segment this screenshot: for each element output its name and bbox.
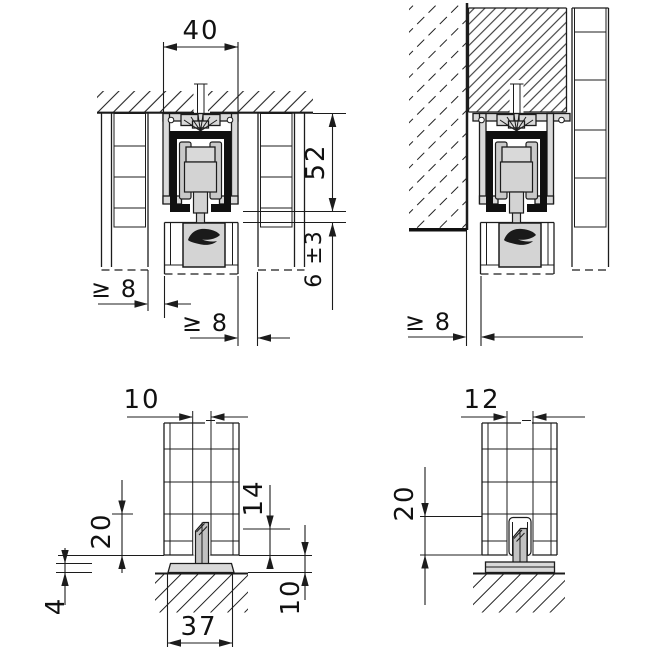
section-floor-guide-channel: 12 20 (390, 385, 585, 613)
dim-52-label: 52 (301, 143, 331, 180)
dimension-ge8-wall: ≥ 8 (405, 231, 583, 346)
guide-base-plate-right (473, 561, 565, 575)
dim-37-label: 37 (180, 612, 217, 642)
dim-6pm3-label: 6 ±3 (302, 230, 327, 287)
fixed-panel-far-right (571, 7, 610, 271)
dimension-10-gap: 10 (248, 525, 312, 616)
fixed-panel-left (100, 113, 149, 271)
dimension-20-depth: 20 (58, 480, 164, 573)
dim-20-right-label: 20 (390, 484, 420, 521)
dimension-6pm3: 6 ±3 (243, 221, 346, 310)
floor-hatch-right (473, 574, 565, 613)
dim-ge8-wall-label: ≥ 8 (405, 308, 451, 336)
dimension-20-right: 20 (390, 467, 482, 605)
dimension-ge8-left: ≥ 8 (91, 270, 191, 318)
fixed-panel-right (257, 113, 306, 271)
floor-guide-pin (194, 521, 210, 567)
dim-10-gap-label: 10 (276, 578, 306, 615)
section-wall-mount: ≥ 8 (405, 3, 610, 346)
section-floor-guide: 10 20 4 14 (41, 385, 312, 647)
guide-base-plate (155, 562, 248, 575)
dimension-40: 40 (162, 16, 239, 112)
dimension-12-groove: 12 (461, 385, 585, 421)
dim-12-label: 12 (463, 385, 500, 415)
dim-14-label: 14 (239, 479, 269, 516)
floor-hatch (155, 574, 248, 613)
dim-10-groove-label: 10 (123, 385, 160, 415)
dimension-37-plate: 37 (166, 574, 234, 647)
dimension-ge8-right: ≥ 8 (182, 272, 290, 346)
mounting-block (467, 7, 568, 113)
wall-hatch (409, 3, 467, 229)
dim-ge8-right-label: ≥ 8 (182, 309, 228, 337)
wall-bottom-line (409, 228, 467, 232)
dimension-52: 52 (243, 112, 346, 213)
section-ceiling-mount: 40 52 6 ±3 ≥ 8 (91, 16, 346, 346)
dimension-10-groove: 10 (123, 385, 248, 421)
dimension-4-plate: 4 (41, 548, 92, 615)
dimension-14-engagement: 14 (239, 479, 312, 569)
floor-guide-pin-right (512, 527, 528, 568)
rod-slot (193, 90, 208, 113)
dim-4-plate-label: 4 (41, 597, 71, 616)
dim-ge8-left-label: ≥ 8 (91, 275, 137, 303)
dim-40-label: 40 (182, 16, 219, 46)
dim-20-depth-label: 20 (87, 512, 117, 549)
